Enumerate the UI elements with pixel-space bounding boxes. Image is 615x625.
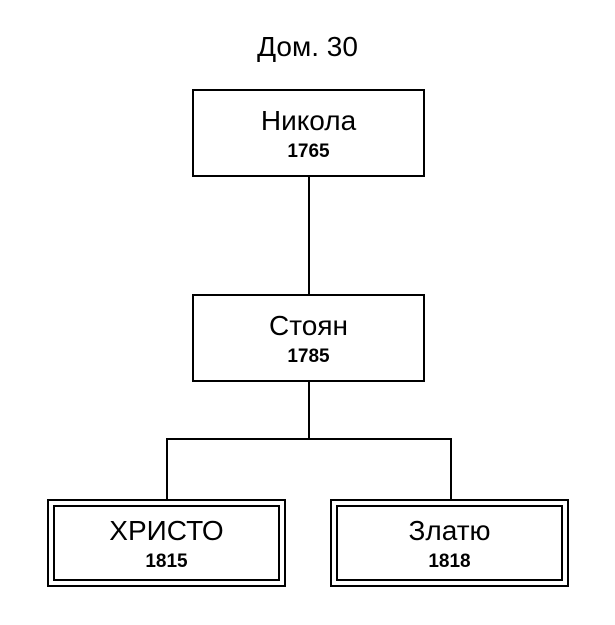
node-stoyan-name: Стоян: [269, 310, 348, 341]
edge-sibling-bar: [166, 438, 452, 440]
node-nikola-name: Никола: [260, 105, 357, 136]
edge-junction-zlatyu: [450, 438, 452, 501]
node-zlatyu-inner-border: [336, 505, 563, 581]
node-stoyan: Стоян 1785: [192, 294, 425, 382]
node-hristo-year: 1815: [145, 551, 188, 572]
edge-nikola-stoyan: [308, 176, 310, 295]
node-hristo-name: ХРИСТО: [109, 515, 224, 546]
node-zlatyu: Златю 1818: [330, 499, 569, 587]
node-hristo-inner-border: [53, 505, 280, 581]
node-zlatyu-year: 1818: [428, 551, 471, 572]
node-hristo: ХРИСТО 1815: [47, 499, 286, 587]
node-stoyan-year: 1785: [287, 346, 330, 367]
node-nikola-year: 1765: [287, 141, 330, 162]
node-nikola: Никола 1765: [192, 89, 425, 177]
edge-junction-hristo: [166, 438, 168, 501]
node-zlatyu-name: Златю: [408, 515, 491, 546]
edge-stoyan-junction: [308, 381, 310, 439]
diagram-title: Дом. 30: [257, 31, 358, 62]
